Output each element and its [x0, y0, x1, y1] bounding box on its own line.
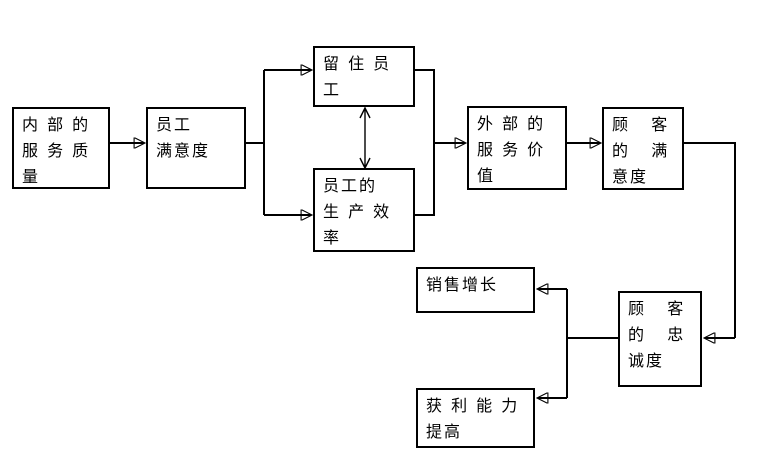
- node-employee-productivity: 员工的 生 产 效 率: [313, 168, 415, 252]
- node-customer-loyalty: 顾 客 的 忠 诚度: [618, 291, 702, 387]
- node-employee-retention-label: 留 住 员 工: [323, 54, 392, 99]
- connector-retention-productivity-join: [415, 69, 435, 216]
- node-external-service-value: 外 部 的 服 务 价 值: [467, 106, 567, 190]
- node-sales-growth: 销售增长: [416, 267, 535, 313]
- node-profitability-growth-label: 获 利 能 力 提高: [426, 396, 520, 441]
- node-sales-growth-label: 销售增长: [426, 275, 499, 294]
- node-employee-satisfaction-label: 员工 满意度: [156, 115, 211, 160]
- node-customer-satisfaction: 顾 客 的 满 意度: [602, 107, 684, 190]
- node-employee-productivity-label: 员工的 生 产 效 率: [323, 176, 392, 247]
- node-employee-retention: 留 住 员 工: [313, 46, 415, 107]
- node-external-service-value-label: 外 部 的 服 务 价 值: [477, 114, 546, 185]
- node-internal-service-quality-label: 内 部 的 服 务 质 量: [22, 115, 91, 186]
- connector-customer-satisfaction-down: [684, 142, 736, 338]
- node-customer-satisfaction-label: 顾 客 的 满 意度: [612, 115, 670, 186]
- node-employee-satisfaction: 员工 满意度: [146, 107, 246, 189]
- node-internal-service-quality: 内 部 的 服 务 质 量: [12, 107, 110, 189]
- connector-loyalty-branch: [566, 289, 618, 398]
- double-arrow-retention-productivity: [359, 106, 371, 170]
- node-customer-loyalty-label: 顾 客 的 忠 诚度: [628, 299, 686, 370]
- connector-satisfaction-branch: [246, 70, 265, 215]
- node-profitability-growth: 获 利 能 力 提高: [416, 388, 535, 448]
